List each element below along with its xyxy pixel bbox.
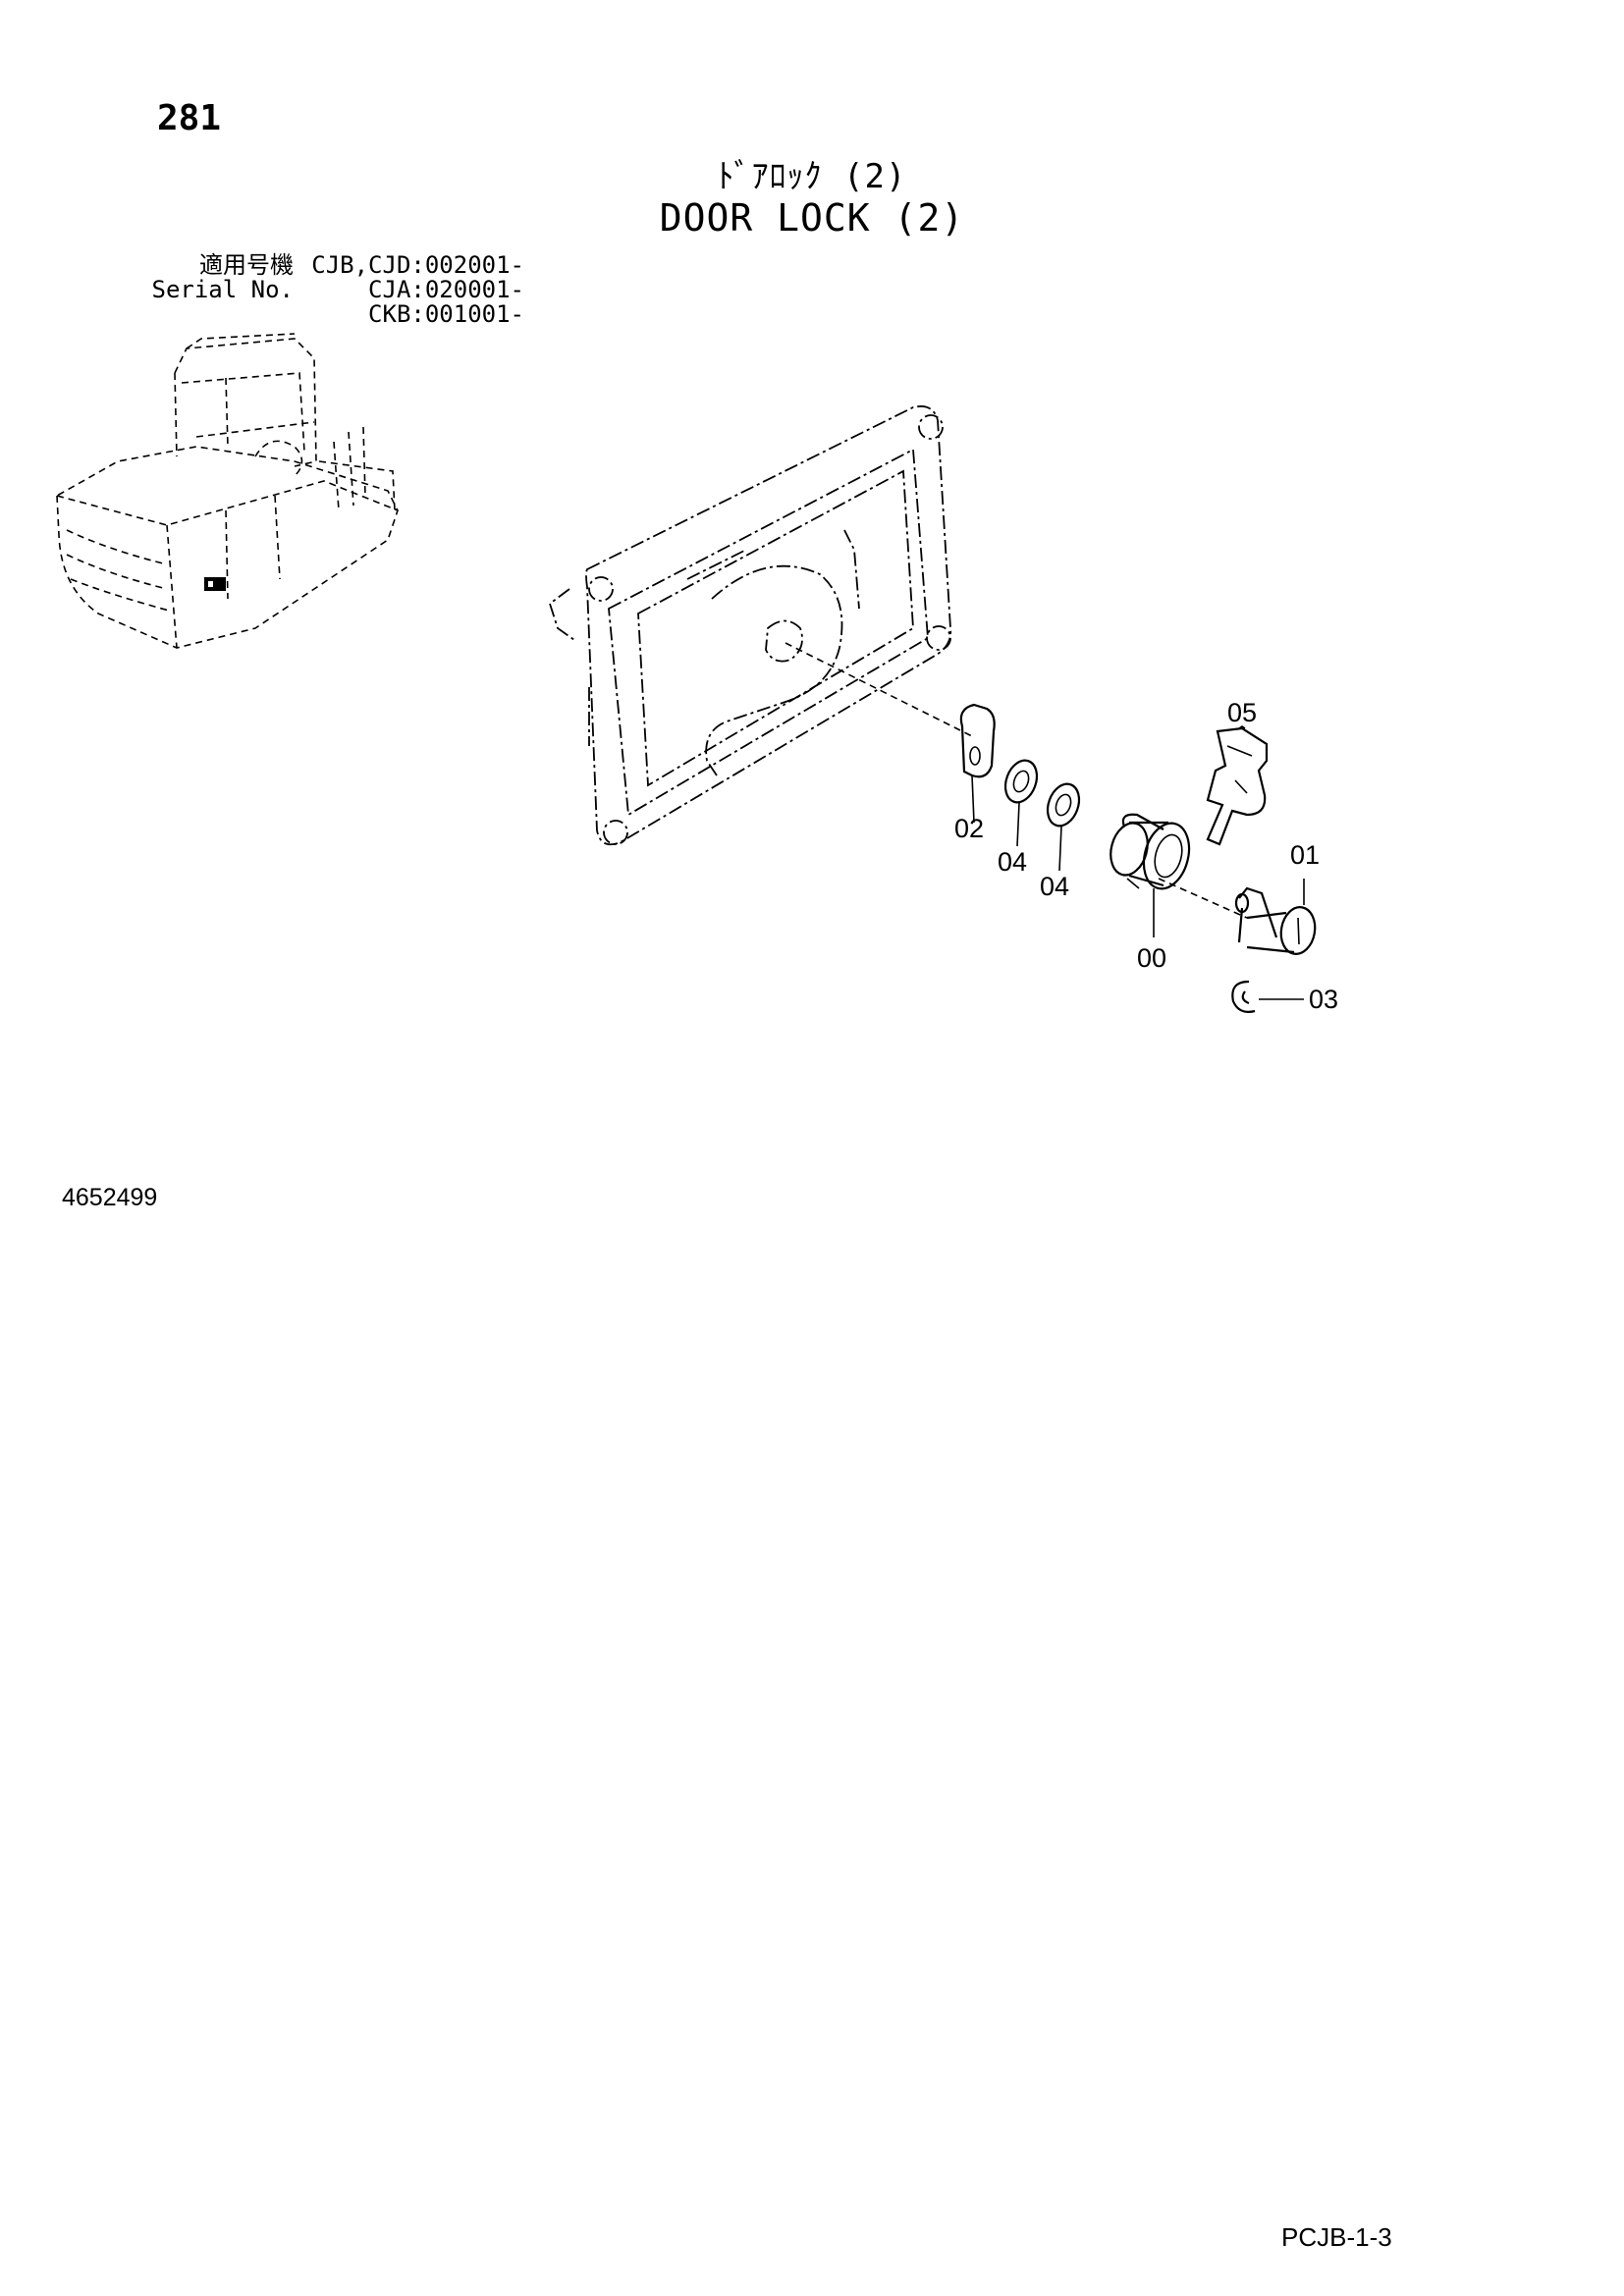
leader-02 <box>971 774 975 824</box>
serial-range-3: CKB:001001- <box>368 300 524 328</box>
applicability-label-jp: 適用号機 <box>199 251 294 279</box>
part-01-key-cylinder <box>1234 886 1317 955</box>
label-part-04-b: 04 <box>1040 872 1069 901</box>
serial-range-1: CJB,CJD:002001- <box>311 251 524 279</box>
leader-04-a <box>1016 802 1020 847</box>
part-03-retaining-ring <box>1231 980 1256 1013</box>
leader-04-b <box>1058 826 1062 872</box>
axis-line-1 <box>785 642 973 737</box>
serial-range-2: CJA:020001- <box>368 276 524 303</box>
leader-05 <box>1238 725 1246 729</box>
label-part-01: 01 <box>1290 840 1320 870</box>
label-part-02: 02 <box>954 814 984 843</box>
part-04-washer-2 <box>1046 782 1081 828</box>
page-number: 281 <box>157 98 222 138</box>
part-04-washer-1 <box>1003 759 1039 804</box>
title-japanese: ﾄﾞｱﾛｯｸ (2) <box>717 157 907 196</box>
applicability-label-en: Serial No. <box>151 276 295 303</box>
door-panel-outline <box>548 405 952 846</box>
label-part-05: 05 <box>1227 698 1257 727</box>
title-english: DOOR LOCK (2) <box>659 196 965 240</box>
excavator-locator-drawing <box>56 333 399 649</box>
part-05-clip <box>1206 726 1269 846</box>
sheet-code: PCJB-1-3 <box>1281 2222 1392 2252</box>
document-number: 4652499 <box>62 1184 158 1211</box>
label-part-04-a: 04 <box>998 847 1027 877</box>
label-part-03: 03 <box>1309 985 1338 1014</box>
label-part-00: 00 <box>1137 943 1166 973</box>
part-02-cam-plate <box>959 703 996 778</box>
part-00-lock-body <box>1110 813 1191 890</box>
